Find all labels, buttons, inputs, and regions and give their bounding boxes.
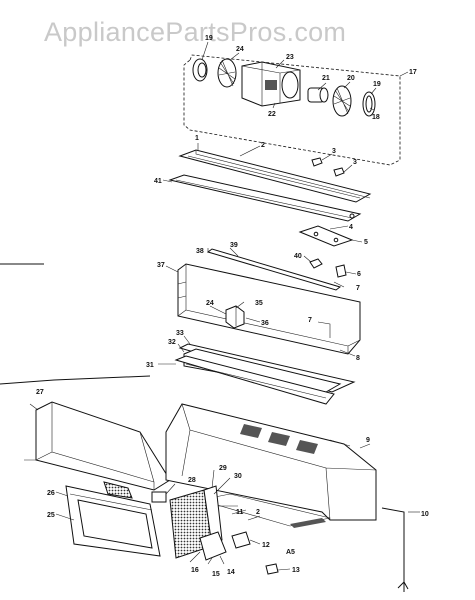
fan-assembly-group [183,41,409,166]
label-9: 9 [366,437,370,444]
label-2-top: 2 [261,142,265,149]
latch-28 [151,491,167,503]
watermark-text: AppliancePartsPros.com [44,17,346,47]
label-14: 14 [227,569,235,576]
rod-38 [206,248,342,291]
label-31: 31 [146,362,154,369]
label-27: 27 [36,389,44,396]
diagram-code: A5 [286,549,295,556]
label-4: 4 [349,224,353,231]
label-18: 18 [372,114,380,121]
label-24-top: 24 [236,46,244,53]
label-1: 1 [195,135,199,142]
lower-left-group [24,401,176,557]
label-13: 13 [292,567,300,574]
label-35: 35 [255,300,263,307]
label-38: 38 [196,248,204,255]
housing-9 [165,403,377,521]
top-plate-group [162,143,372,222]
lower-plate-41 [168,174,362,222]
label-40: 40 [294,253,302,260]
door-window-25 [77,499,153,549]
part-labels: 19 24 23 21 20 19 17 18 22 1 2 3 3 41 4 … [36,35,429,578]
label-6: 6 [357,271,361,278]
label-37: 37 [157,262,165,269]
clip-40 [309,258,323,269]
label-3-a: 3 [332,148,336,155]
label-25: 25 [47,512,55,519]
label-22: 22 [268,111,276,118]
label-16: 16 [191,567,199,574]
label-10: 10 [421,511,429,518]
screw-3a [311,157,323,167]
label-33: 33 [176,330,184,337]
label-15: 15 [212,571,220,578]
label-8: 8 [356,355,360,362]
bracket-plate-5 [298,225,354,247]
screw-3b [333,167,345,177]
label-41: 41 [154,178,162,185]
label-20: 20 [347,75,355,82]
label-11: 11 [236,509,244,516]
screw-13 [265,563,279,575]
middle-trough-group [165,247,361,357]
block-6 [335,264,347,278]
box-12 [231,531,251,549]
label-7-mid: 7 [308,317,312,324]
filter-gasket [174,355,335,405]
label-21: 21 [322,75,330,82]
label-19-top: 19 [205,35,213,42]
trough-body-37 [177,263,361,355]
label-23: 23 [286,54,294,61]
bracket-group [298,225,363,278]
label-28: 28 [188,477,196,484]
label-24-mid: 24 [206,300,214,307]
label-30: 30 [234,473,242,480]
label-36: 36 [261,320,269,327]
lower-housing-group [165,403,420,592]
label-19-right: 19 [373,81,381,88]
label-17: 17 [409,69,417,76]
top-rail-plate [178,149,372,203]
magnetron-group [169,469,291,575]
label-26: 26 [47,490,55,497]
label-12: 12 [262,542,270,549]
label-29: 29 [219,465,227,472]
label-39: 39 [230,242,238,249]
label-3-b: 3 [353,159,357,166]
label-2-low: 2 [256,509,260,516]
label-32: 32 [168,339,176,346]
label-7-right: 7 [356,285,360,292]
panel-27 [35,401,171,491]
label-5: 5 [364,239,368,246]
filter-frame-group [158,335,356,405]
reference-lines [0,263,151,385]
box-14 [199,531,227,561]
